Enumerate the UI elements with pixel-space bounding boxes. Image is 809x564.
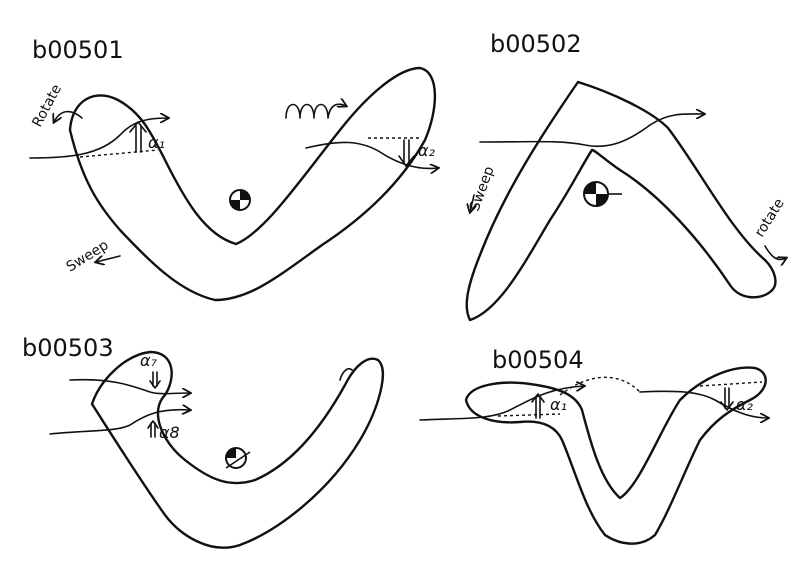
panel-b00504: b00504 α₁ α₂ — [419, 346, 768, 545]
airflow-line — [305, 141, 438, 168]
boomerang-outline — [90, 350, 385, 549]
chord-line — [79, 149, 159, 158]
alpha7-label: α₇ — [140, 351, 158, 370]
rotate-label: Rotate — [29, 82, 65, 130]
spin-coil-icon — [285, 104, 346, 119]
boomerang-outline — [465, 80, 777, 322]
rotate-label: rotate — [752, 196, 788, 240]
tip-faint — [559, 376, 641, 396]
center-of-gravity-icon — [583, 181, 622, 207]
sweep-label: Sweep — [64, 237, 112, 275]
panel-b00503: b00503 α₇ α8 — [22, 334, 385, 549]
airflow-line — [419, 386, 584, 421]
panel-b00501: b00501 Rotate α₁ α₂ Sweep — [29, 36, 438, 302]
airflow-line — [29, 118, 168, 159]
center-of-gravity-icon — [225, 447, 251, 469]
alpha-arrowhead — [129, 121, 147, 133]
sweep-arrow — [470, 194, 474, 212]
rotate-arrow — [764, 245, 786, 260]
panel-title: b00501 — [32, 36, 124, 64]
alpha-arrowhead — [147, 420, 159, 429]
airflow-line — [479, 114, 704, 148]
panel-title: b00503 — [22, 334, 114, 362]
panel-title: b00504 — [492, 346, 584, 374]
chord-line — [497, 413, 561, 417]
airflow-line — [69, 378, 190, 394]
alpha-arrowhead — [149, 380, 161, 389]
center-of-gravity-icon — [229, 189, 251, 211]
rotate-arrow — [54, 110, 83, 122]
boomerang-outline — [68, 66, 437, 302]
panel-b00502: b00502 Sweep rotate — [465, 30, 788, 322]
airflow-line — [49, 410, 190, 435]
airflow-line — [639, 390, 768, 418]
sweep-arrow — [96, 255, 121, 262]
tip-mark — [339, 367, 353, 381]
chord-line — [699, 381, 763, 387]
alpha8-label: α8 — [159, 423, 180, 442]
alpha1-label: α₁ — [148, 133, 165, 152]
alpha-arrowhead — [531, 393, 545, 403]
alpha-arrowhead — [398, 155, 415, 167]
boomerang-outline — [464, 366, 767, 545]
alpha2-label: α₂ — [418, 141, 436, 160]
panel-title: b00502 — [490, 30, 582, 58]
alpha2-label: α₂ — [736, 395, 754, 414]
alpha-arrowhead — [720, 401, 734, 411]
alpha1-label: α₁ — [550, 395, 567, 414]
